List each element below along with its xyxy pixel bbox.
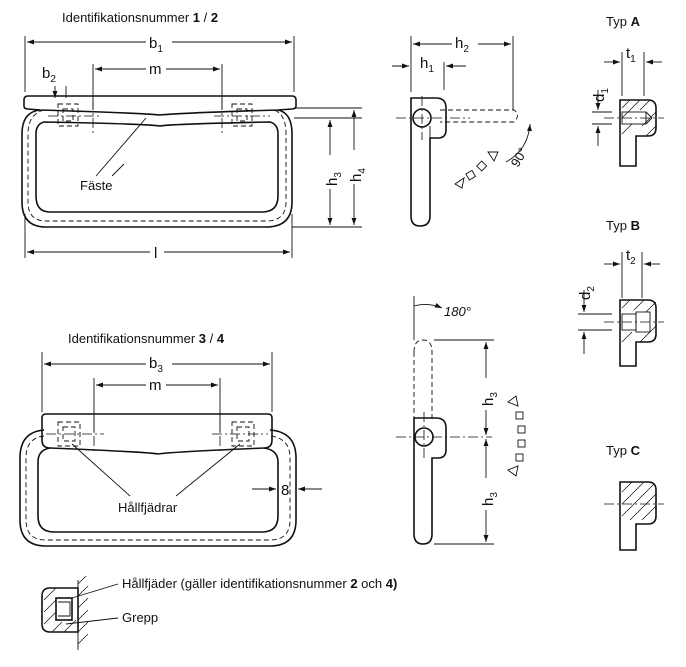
legend-spring: Hållfjäder (gäller identifikationsnummer… xyxy=(122,576,397,591)
dim-h2: h2 xyxy=(455,35,469,55)
label-hallfjadrar: Hållfjädrar xyxy=(118,500,178,515)
bottom-title: Identifikationsnummer 3 / 4 xyxy=(68,331,225,346)
dim-d2: d2 xyxy=(577,286,597,300)
legend: Hållfjäder (gäller identifikationsnummer… xyxy=(41,575,397,650)
dim-m-bottom: m xyxy=(149,377,162,394)
dim-h3-side-upper: h3 xyxy=(480,392,500,406)
top-handle-view: Identifikationsnummer 1 / 2 b1 m b2 xyxy=(21,10,368,262)
dim-b3: b3 xyxy=(149,355,163,375)
dim-h3-top: h3 xyxy=(324,172,344,186)
side-view-top: h2 h1 90° xyxy=(392,32,532,227)
type-a-label: Typ A xyxy=(606,14,641,29)
dim-b2: b2 xyxy=(42,65,56,85)
dim-b1: b1 xyxy=(149,35,163,55)
dim-l: l xyxy=(154,245,157,262)
dim-h4: h4 xyxy=(348,168,368,182)
legend-grip: Grepp xyxy=(122,610,158,625)
bottom-handle-view: Identifikationsnummer 3 / 4 b3 m Hållfjä… xyxy=(19,331,322,547)
type-b-detail: Typ B t2 d2 xyxy=(577,218,664,367)
type-c-detail: Typ C xyxy=(604,443,664,551)
dim-t1: t1 xyxy=(626,45,636,65)
dim-h1: h1 xyxy=(420,55,434,75)
label-faste: Fäste xyxy=(80,178,113,193)
dim-d1: d1 xyxy=(591,88,611,102)
type-c-label: Typ C xyxy=(606,443,641,458)
dim-h3-side-lower: h3 xyxy=(480,492,500,506)
dim-8: 8 xyxy=(281,482,289,499)
top-title: Identifikationsnummer 1 / 2 xyxy=(62,10,218,25)
angle-90: 90° xyxy=(508,145,531,170)
dim-m-top: m xyxy=(149,61,162,78)
angle-180: 180° xyxy=(444,304,471,319)
type-a-detail: Typ A t1 d1 xyxy=(591,14,664,167)
type-b-label: Typ B xyxy=(606,218,640,233)
dim-t2: t2 xyxy=(626,247,636,267)
side-view-bottom: 180° h3 h3 xyxy=(396,296,526,545)
